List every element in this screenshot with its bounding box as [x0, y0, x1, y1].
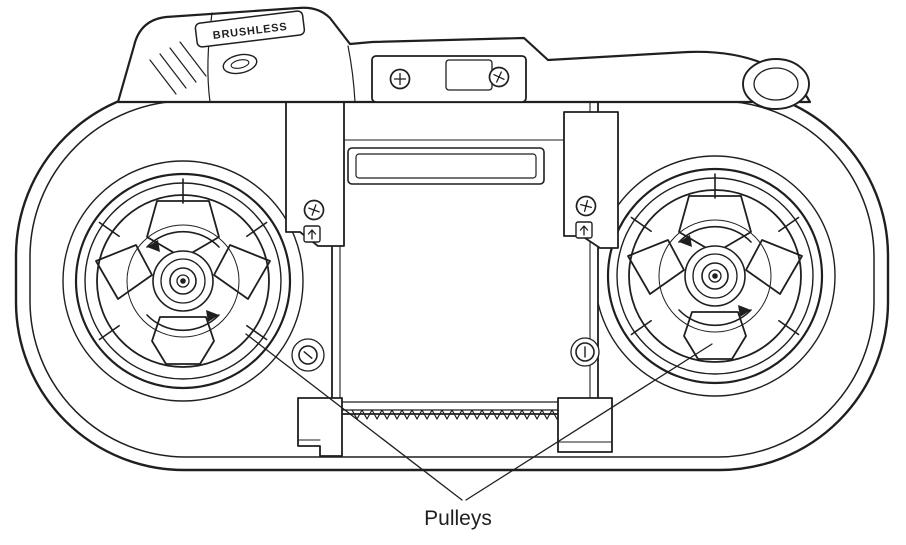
brushless-badge: BRUSHLESS [194, 10, 306, 48]
caption-pulleys: Pulleys [424, 507, 492, 530]
right-arrow-icon [575, 221, 593, 239]
handle-vents [149, 41, 207, 95]
frame-slot [347, 147, 545, 185]
lower-left-screw [291, 338, 325, 372]
trigger-button [222, 53, 258, 75]
left-bracket [285, 97, 345, 247]
right-bracket [563, 111, 619, 249]
left-foot [297, 397, 343, 457]
center-frame [331, 95, 599, 415]
motor-assembly: BRUSHLESS [116, 6, 812, 110]
left-arrow-icon [303, 225, 321, 243]
top-plate [371, 55, 527, 103]
right-knob [742, 58, 810, 110]
left-pulley [74, 172, 292, 390]
right-pulley [606, 167, 824, 385]
leader-lines [245, 333, 713, 501]
lower-right-screw [570, 337, 600, 367]
blade-teeth [337, 401, 593, 420]
plate-screw-left-icon [389, 68, 411, 90]
left-pulley-recess [62, 160, 304, 402]
